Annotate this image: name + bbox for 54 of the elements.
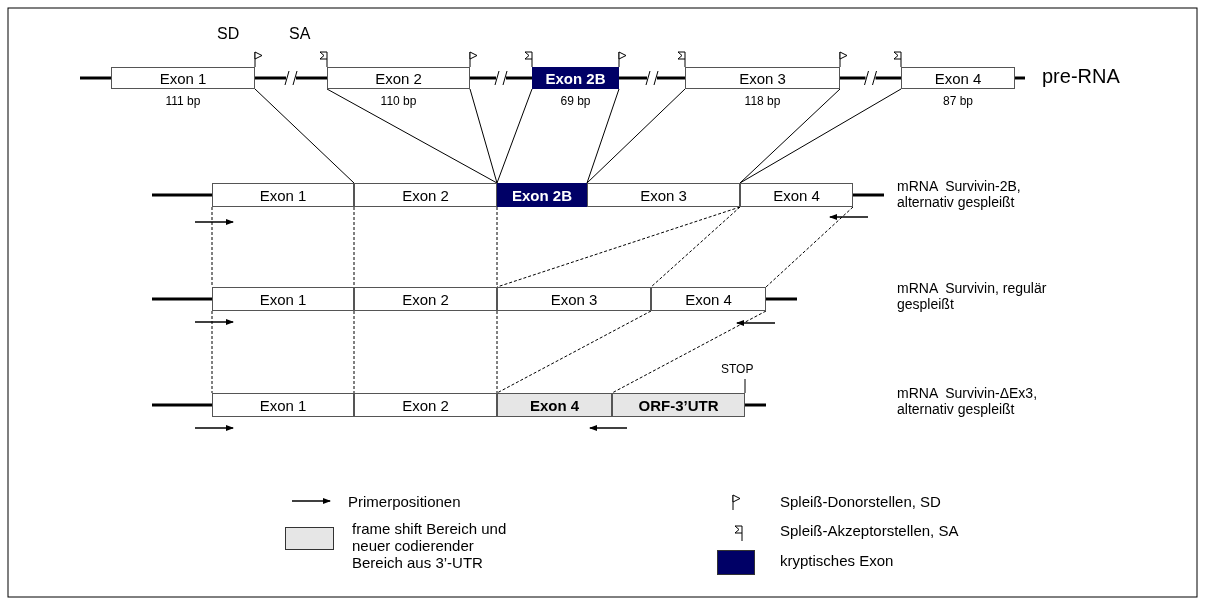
exon-box: Exon 2 (354, 287, 497, 311)
length-label: 87 bp (942, 94, 974, 108)
connector-line (254, 88, 355, 184)
legend-text: frame shift Bereich und neuer codierender Bereich aus 3’-UTR (352, 520, 508, 571)
connector-line (469, 88, 498, 184)
dashed-connector-line (211, 206, 213, 288)
exon-box: Exon 4 (651, 287, 766, 311)
legend-text: Spleiß-Donorstellen, SD (780, 493, 941, 510)
stop-label: STOP (721, 362, 754, 376)
length-label: 111 bp (164, 94, 202, 108)
exon-box: Exon 1 (212, 393, 354, 417)
exon-box: Exon 1 (212, 287, 354, 311)
exon-box: Exon 2 (354, 183, 497, 207)
exon-box: Exon 3 (587, 183, 740, 207)
site-label: SD (217, 25, 240, 43)
exon-box: Exon 4 (740, 183, 853, 207)
dashed-connector-line (611, 310, 767, 394)
dashed-connector-line (353, 310, 355, 394)
dashed-connector-line (496, 310, 498, 394)
exon-box: Exon 2 (354, 393, 497, 417)
connector-line (326, 88, 498, 184)
exon-box: Exon 4 (497, 393, 612, 417)
legend-text: Spleiß-Akzeptorstellen, SA (780, 522, 959, 539)
exon-box: Exon 2 (327, 67, 470, 89)
exon-box: Exon 2B (532, 67, 619, 89)
connector-line (739, 88, 902, 184)
legend-text: Primerpositionen (348, 493, 461, 510)
connector-line (496, 88, 533, 184)
connector-line (739, 88, 841, 184)
connector-line (586, 88, 686, 184)
dashed-connector-line (496, 206, 498, 288)
dashed-connector-line (496, 206, 741, 288)
length-label: 118 bp (743, 94, 782, 108)
legend-text: kryptisches Exon (780, 552, 894, 569)
dashed-connector-line (496, 310, 652, 394)
row-label: mRNA Survivin-2B, alternativ gespleißt (897, 178, 1022, 210)
site-label: SA (289, 25, 311, 43)
dashed-connector-line (211, 310, 213, 394)
exon-box: Exon 1 (212, 183, 354, 207)
exon-box: Exon 4 (901, 67, 1015, 89)
length-label: 69 bp (559, 94, 592, 108)
exon-box: Exon 1 (111, 67, 255, 89)
dashed-connector-line (650, 206, 741, 288)
dashed-connector-line (353, 206, 355, 288)
rna-label: pre-RNA (1042, 65, 1120, 88)
exon-box: ORF-3’UTR (612, 393, 745, 417)
exon-box: Exon 2B (497, 183, 587, 207)
exon-box: Exon 3 (685, 67, 840, 89)
exon-box: Exon 3 (497, 287, 651, 311)
dashed-connector-line (765, 206, 854, 288)
row-label: mRNA Survivin, regulär gespleißt (897, 280, 1048, 312)
length-label: 110 bp (379, 94, 418, 108)
connector-line (586, 88, 620, 184)
row-label: mRNA Survivin-ΔEx3, alternativ gespleißt (897, 385, 1039, 417)
